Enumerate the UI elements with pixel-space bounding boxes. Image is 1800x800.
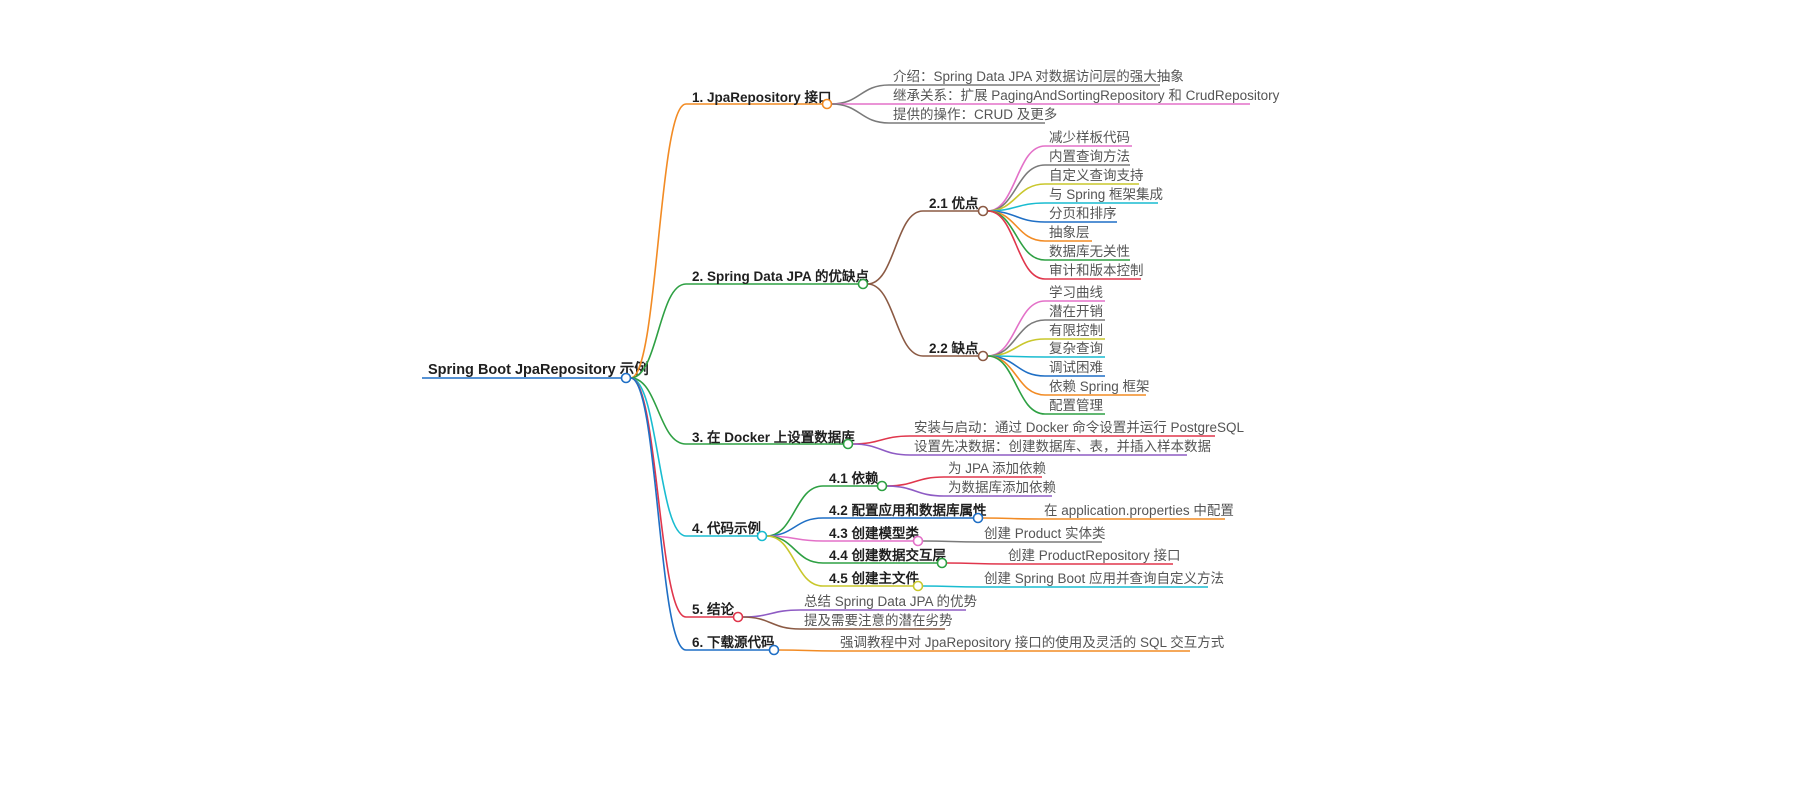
sub-collapse-toggle[interactable] xyxy=(876,480,888,492)
branch-5-label[interactable]: 5. 结论 xyxy=(692,601,735,617)
branch-3-label[interactable]: 3. 在 Docker 上设置数据库 xyxy=(692,429,855,445)
sub-connector xyxy=(766,485,824,537)
leaf-connector xyxy=(987,210,1046,261)
leaf-label[interactable]: 介绍：Spring Data JPA 对数据访问层的强大抽象 xyxy=(893,69,1184,84)
sub-collapse-toggle[interactable] xyxy=(912,580,924,592)
sub-collapse-toggle[interactable] xyxy=(972,512,984,524)
leaf-connector xyxy=(886,485,945,497)
leaf-connector xyxy=(987,210,1046,280)
sub-collapse-toggle[interactable] xyxy=(977,205,989,217)
leaf-label[interactable]: 与 Spring 框架集成 xyxy=(1049,187,1163,202)
branch-collapse-toggle[interactable] xyxy=(768,644,780,656)
leaf-label[interactable]: 数据库无关性 xyxy=(1049,244,1130,259)
leaf-label[interactable]: 依赖 Spring 框架 xyxy=(1049,379,1150,394)
leaf-label[interactable]: 在 application.properties 中配置 xyxy=(1044,503,1234,518)
branch-connector xyxy=(630,377,687,651)
sub-4-5-label[interactable]: 4.5 创建主文件 xyxy=(829,570,920,586)
branch-connector xyxy=(630,283,687,379)
leaf-connector xyxy=(922,540,981,543)
sub-connector xyxy=(766,535,824,587)
sub-4-1-label[interactable]: 4.1 依赖 xyxy=(829,470,879,486)
branch-collapse-toggle[interactable] xyxy=(857,278,869,290)
sub-4-4-label[interactable]: 4.4 创建数据交互层 xyxy=(829,547,946,563)
leaf-connector xyxy=(982,517,1041,520)
leaf-label[interactable]: 分页和排序 xyxy=(1049,206,1117,221)
leaf-label[interactable]: 复杂查询 xyxy=(1049,340,1103,356)
leaf-connector xyxy=(987,319,1046,357)
leaf-label[interactable]: 创建 Product 实体类 xyxy=(984,526,1106,541)
branch-collapse-toggle[interactable] xyxy=(756,530,768,542)
leaf-connector xyxy=(852,435,911,445)
leaf-connector xyxy=(742,609,801,618)
sub-4-2-label[interactable]: 4.2 配置应用和数据库属性 xyxy=(829,502,987,518)
leaf-label[interactable]: 为 JPA 添加依赖 xyxy=(948,461,1047,476)
leaf-label[interactable]: 创建 ProductRepository 接口 xyxy=(1008,547,1181,563)
leaf-connector xyxy=(742,616,801,630)
sub-connector xyxy=(867,210,924,285)
leaf-label[interactable]: 自定义查询支持 xyxy=(1049,168,1144,183)
leaf-label[interactable]: 抽象层 xyxy=(1049,225,1090,240)
branch-4-label[interactable]: 4. 代码示例 xyxy=(692,520,761,536)
leaf-connector xyxy=(922,585,981,588)
sub-collapse-toggle[interactable] xyxy=(912,535,924,547)
sub-collapse-toggle[interactable] xyxy=(977,350,989,362)
root-node-label[interactable]: Spring Boot JpaRepository 示例 xyxy=(428,360,649,378)
leaf-connector xyxy=(987,355,1046,415)
leaf-label[interactable]: 减少样板代码 xyxy=(1049,130,1130,145)
leaf-connector xyxy=(946,562,1005,565)
branch-connector xyxy=(630,377,687,537)
leaf-label[interactable]: 设置先决数据：创建数据库、表，并插入样本数据 xyxy=(914,439,1211,454)
sub-connector xyxy=(867,283,924,357)
branch-connector xyxy=(630,377,687,445)
leaf-label[interactable]: 配置管理 xyxy=(1049,398,1103,413)
root-collapse-toggle[interactable] xyxy=(620,372,632,384)
branch-1-label[interactable]: 1. JpaRepository 接口 xyxy=(692,89,832,105)
leaf-connector xyxy=(987,355,1046,377)
leaf-label[interactable]: 学习曲线 xyxy=(1049,285,1103,300)
leaf-label[interactable]: 继承关系：扩展 PagingAndSortingRepository 和 Cru… xyxy=(893,88,1280,103)
leaf-connector xyxy=(852,443,911,456)
branch-2-label[interactable]: 2. Spring Data JPA 的优缺点 xyxy=(692,268,870,284)
leaf-connector xyxy=(778,649,837,652)
sub-connector xyxy=(766,517,824,537)
leaf-label[interactable]: 调试困难 xyxy=(1049,360,1103,375)
sub-2-2-label[interactable]: 2.2 缺点 xyxy=(929,340,979,356)
leaf-label[interactable]: 内置查询方法 xyxy=(1049,149,1130,164)
branch-6-label[interactable]: 6. 下载源代码 xyxy=(692,634,775,650)
leaf-label[interactable]: 安装与启动：通过 Docker 命令设置并运行 PostgreSQL xyxy=(914,419,1245,435)
sub-collapse-toggle[interactable] xyxy=(936,557,948,569)
leaf-label[interactable]: 强调教程中对 JpaRepository 接口的使用及灵活的 SQL 交互方式 xyxy=(840,634,1225,650)
sub-2-1-label[interactable]: 2.1 优点 xyxy=(929,195,979,211)
branch-connector xyxy=(630,377,687,618)
leaf-label[interactable]: 为数据库添加依赖 xyxy=(948,480,1056,495)
sub-4-3-label[interactable]: 4.3 创建模型类 xyxy=(829,525,920,541)
branch-collapse-toggle[interactable] xyxy=(842,438,854,450)
leaf-connector xyxy=(831,103,890,124)
leaf-label[interactable]: 审计和版本控制 xyxy=(1049,263,1144,278)
leaf-label[interactable]: 创建 Spring Boot 应用并查询自定义方法 xyxy=(984,570,1224,586)
leaf-connector xyxy=(886,476,945,487)
leaf-label[interactable]: 提供的操作：CRUD 及更多 xyxy=(893,106,1057,122)
leaf-label[interactable]: 潜在开销 xyxy=(1049,304,1103,319)
leaf-label[interactable]: 总结 Spring Data JPA 的优势 xyxy=(804,594,977,609)
leaf-connector xyxy=(831,84,890,105)
leaf-label[interactable]: 提及需要注意的潜在劣势 xyxy=(804,612,953,628)
branch-collapse-toggle[interactable] xyxy=(732,611,744,623)
leaf-connector xyxy=(987,145,1046,212)
leaf-label[interactable]: 有限控制 xyxy=(1049,323,1103,338)
branch-collapse-toggle[interactable] xyxy=(821,98,833,110)
branch-connector xyxy=(630,103,687,379)
